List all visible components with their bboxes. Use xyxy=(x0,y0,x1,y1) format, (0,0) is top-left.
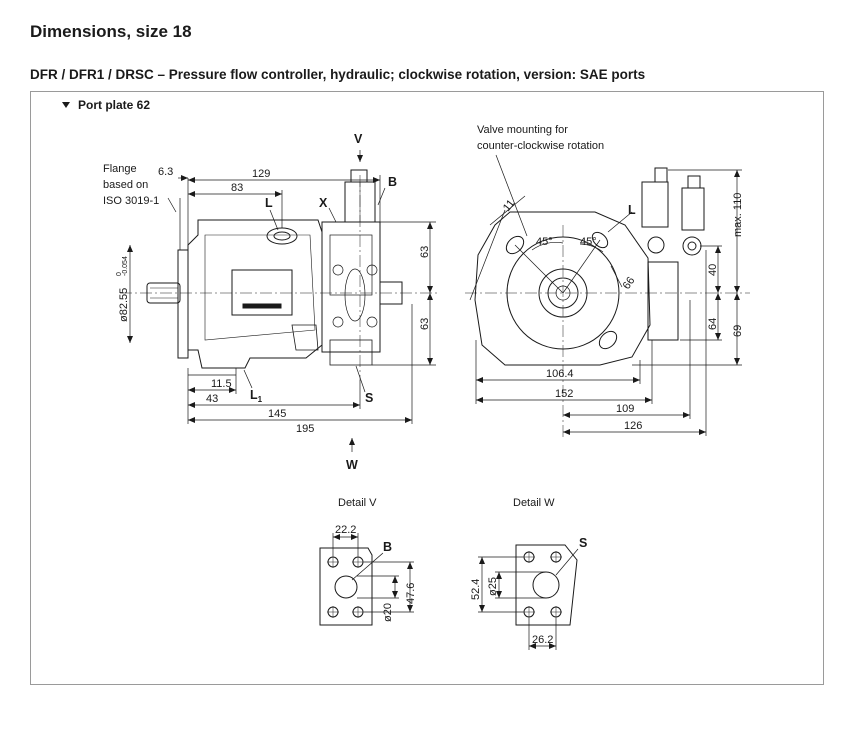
label-x: X xyxy=(319,196,328,210)
detail-w-texts: Detail W S 52.4 ø25 26.2 xyxy=(470,497,587,646)
dim-11-5: 11.5 xyxy=(211,378,232,390)
dim-64: 64 xyxy=(707,318,719,330)
dim-22-2: 22.2 xyxy=(335,524,356,536)
front-valve-block xyxy=(647,261,679,341)
detail-w-title: Detail W xyxy=(513,497,555,509)
valve-note-line-1: Valve mounting for xyxy=(477,124,568,136)
flange-note-line-1: Flange xyxy=(103,163,137,175)
dim-129: 129 xyxy=(252,168,270,180)
port-s-flange xyxy=(329,339,373,366)
detail-v-flange xyxy=(319,547,373,626)
front-view-dimensions xyxy=(469,154,742,436)
dim-69: 69 xyxy=(732,325,744,337)
detail-v-label-b: B xyxy=(383,540,392,554)
dim-195: 195 xyxy=(296,423,314,435)
label-b: B xyxy=(388,175,397,189)
page-subtitle: DFR / DFR1 / DRSC – Pressure flow contro… xyxy=(30,67,646,82)
dim-pilot-diameter: ø82.55 xyxy=(118,288,130,322)
front-housing xyxy=(474,211,651,366)
drawing-frame xyxy=(30,91,824,685)
nameplate xyxy=(231,269,293,316)
dim-63-upper: 63 xyxy=(419,246,431,258)
side-view-texts: Flange based on ISO 3019-1 6.3 129 83 63… xyxy=(103,132,431,472)
label-s: S xyxy=(365,391,373,405)
angle-45-right: 45° xyxy=(580,236,597,248)
dim-max-110: max. 110 xyxy=(732,193,744,237)
flange-note-line-3: ISO 3019-1 xyxy=(103,195,159,207)
front-controller xyxy=(641,181,669,228)
detail-v-texts: Detail V 22.2 B 47.6 ø20 xyxy=(335,497,417,622)
label-l1: L1 xyxy=(250,388,263,404)
front-view xyxy=(465,167,750,440)
front-label-l: L xyxy=(628,203,636,217)
mounting-flange xyxy=(177,249,189,359)
dim-40: 40 xyxy=(707,264,719,276)
label-v: V xyxy=(354,132,363,146)
dim-63-lower: 63 xyxy=(419,318,431,330)
dim-11: 11 xyxy=(501,197,517,213)
dim-66: 66 xyxy=(621,275,638,292)
side-view-dimensions xyxy=(127,150,436,452)
front-view-texts: Valve mounting for counter-clockwise rot… xyxy=(477,124,744,432)
front-pilot-valve xyxy=(681,187,705,231)
port-l-boss xyxy=(266,227,298,245)
detail-v xyxy=(319,533,414,626)
section-heading[interactable]: Port plate 62 xyxy=(62,98,150,112)
dim-83: 83 xyxy=(231,182,243,194)
label-l: L xyxy=(265,196,273,210)
dim-43: 43 xyxy=(206,393,218,405)
dim-109: 109 xyxy=(616,403,634,415)
dim-145: 145 xyxy=(268,408,286,420)
valve-note-line-2: counter-clockwise rotation xyxy=(477,140,604,152)
dim-diameter-25: ø25 xyxy=(487,577,499,596)
dim-6-3: 6.3 xyxy=(158,166,173,178)
detail-v-title: Detail V xyxy=(338,497,377,509)
dim-126: 126 xyxy=(624,420,642,432)
dim-106-4: 106.4 xyxy=(546,368,574,380)
pilot-tol-top: 0 xyxy=(116,272,123,276)
dim-diameter-20: ø20 xyxy=(382,603,394,622)
detail-w xyxy=(478,544,579,650)
dim-26-2: 26.2 xyxy=(532,634,553,646)
detail-w-label-s: S xyxy=(579,536,587,550)
dim-152: 152 xyxy=(555,388,573,400)
label-w: W xyxy=(346,458,358,472)
side-view xyxy=(120,169,440,380)
valve-block xyxy=(321,221,381,353)
page-title: Dimensions, size 18 xyxy=(30,22,192,41)
dim-52-4: 52.4 xyxy=(470,579,482,600)
dim-47-6: 47.6 xyxy=(405,583,417,604)
flange-note-line-2: based on xyxy=(103,179,148,191)
angle-45-left: 45° xyxy=(536,236,553,248)
pump-housing xyxy=(187,219,323,369)
pilot-tol-bottom: -0.054 xyxy=(122,256,129,276)
section-label: Port plate 62 xyxy=(78,98,151,112)
collapse-triangle-icon[interactable] xyxy=(62,102,70,108)
